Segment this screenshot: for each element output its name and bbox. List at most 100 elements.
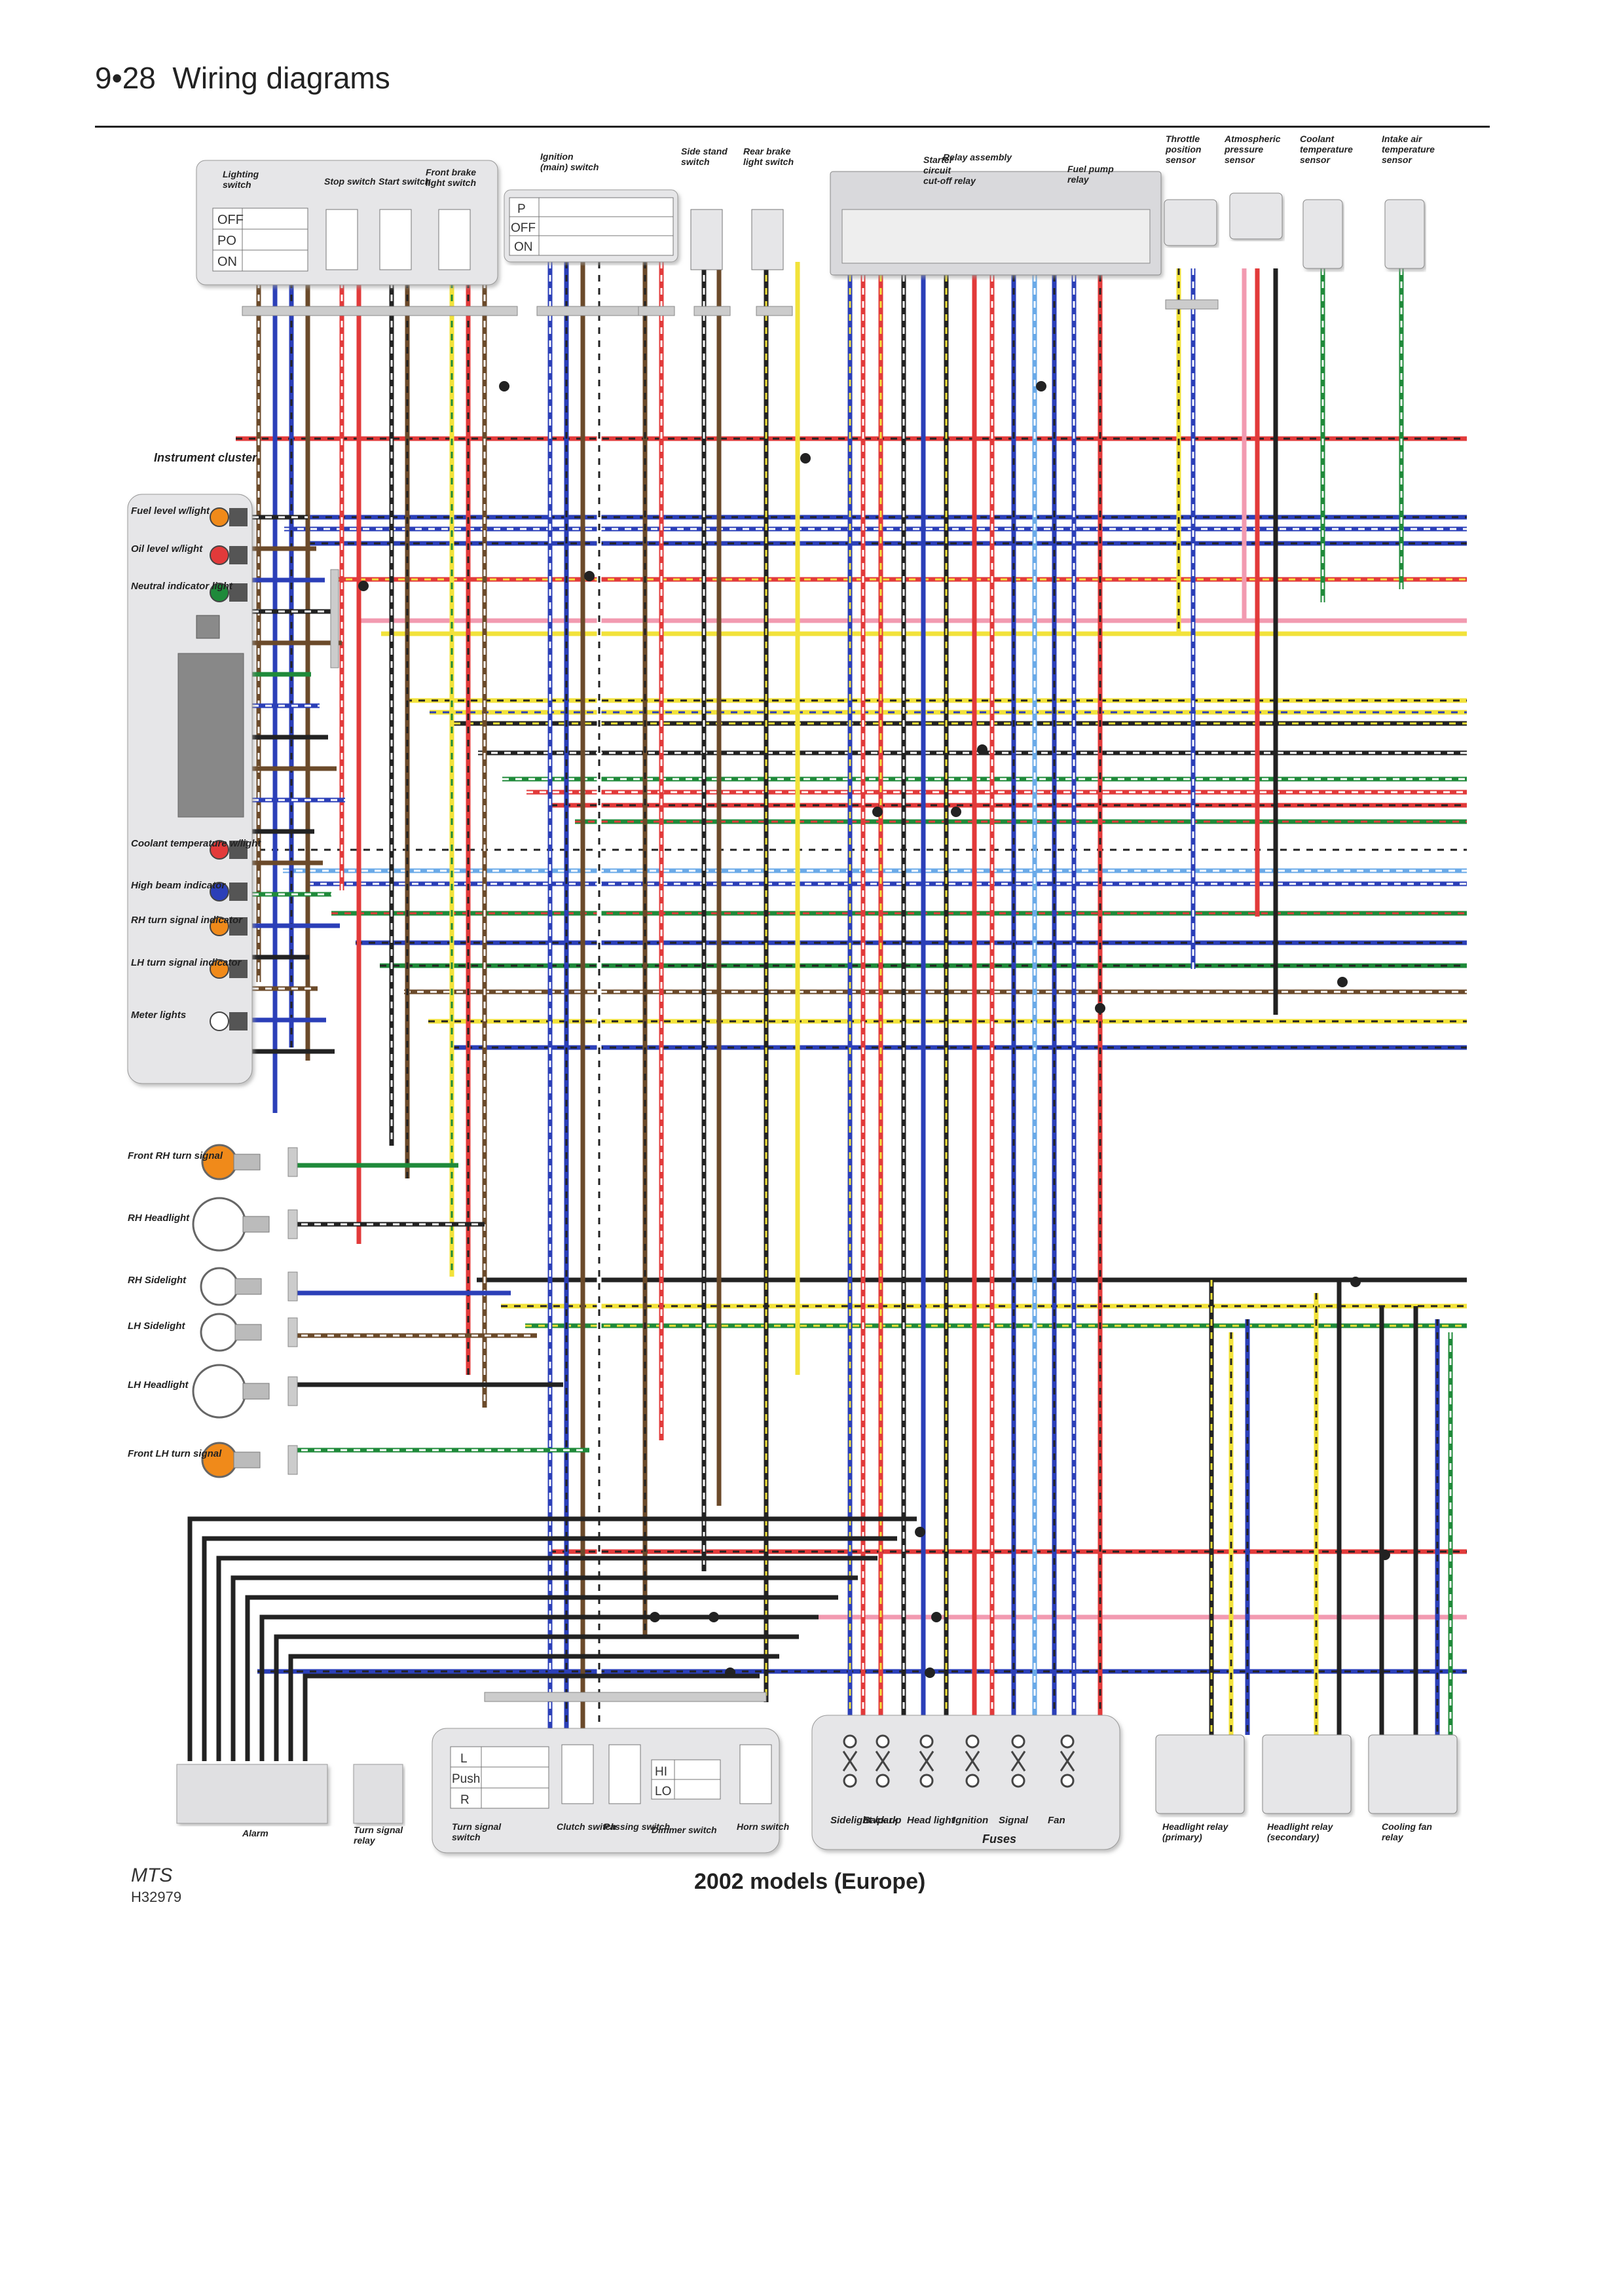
wire-108	[245, 1595, 838, 1761]
connector	[638, 306, 675, 316]
headlight-relay-secondary-body	[1262, 1734, 1352, 1814]
fuse-0	[842, 1734, 858, 1788]
label-fuse-2: Head light	[907, 1815, 955, 1826]
page-title: Wiring diagrams	[172, 61, 390, 95]
fuse-3	[965, 1734, 980, 1788]
wires	[187, 262, 1467, 1768]
intake-air-sensor-body	[1384, 199, 1425, 269]
tachometer-icon	[196, 615, 220, 639]
junction-dot	[925, 1667, 935, 1678]
connector	[693, 306, 731, 316]
bulb-front-rh-turn	[201, 1144, 298, 1180]
component-boxes: OFF PO ON P OFF ON	[127, 160, 1458, 1853]
turn-pos-0: L	[460, 1752, 468, 1766]
dimmer-pos-1: LO	[655, 1785, 671, 1798]
junction-dot	[499, 381, 509, 392]
stop-switch-body	[325, 209, 358, 270]
junction-dot	[358, 581, 369, 591]
atmospheric-sensor-body	[1229, 192, 1283, 240]
label-front-lh-turn: Front LH turn signal	[128, 1448, 222, 1459]
figure-code: H32979	[131, 1889, 182, 1905]
header-rule	[95, 126, 1490, 128]
turn-signal-relay-body	[353, 1764, 403, 1824]
clutch-switch-body	[561, 1744, 594, 1804]
connector	[330, 569, 339, 668]
bulb-front-lh-turn	[201, 1442, 298, 1478]
lamp-lh-turn	[210, 959, 248, 979]
wire-110	[274, 1634, 799, 1761]
page-ref: 9•28	[95, 61, 156, 95]
publisher-mark: MTS	[131, 1865, 173, 1886]
bulb-lh-sidelight	[200, 1313, 298, 1352]
rear-brake-switch-body	[751, 209, 784, 270]
label-dimmer-switch: Dimmer switch	[652, 1825, 717, 1835]
lamp-fuel-level	[210, 507, 248, 527]
junction-dot	[725, 1667, 735, 1678]
lamp-high-beam	[210, 882, 248, 902]
wire-106	[216, 1556, 877, 1761]
bulb-rh-headlight	[192, 1197, 298, 1252]
instrument-cluster-ecu	[177, 653, 244, 818]
junction-dot	[931, 1612, 942, 1622]
junction-dot	[977, 744, 987, 755]
label-fuse-1: Back up	[863, 1815, 901, 1826]
lighting-pos-1: PO	[217, 234, 236, 248]
ignition-pos-1: OFF	[511, 221, 536, 235]
junction-dot	[951, 807, 961, 817]
label-headlight-relay-secondary: Headlight relay(secondary)	[1267, 1821, 1334, 1842]
fuse-1	[875, 1734, 891, 1788]
connector	[756, 306, 793, 316]
label-lh-headlight: LH Headlight	[128, 1379, 189, 1391]
junction-dot	[800, 453, 811, 464]
label-rh-turn: RH turn signal indicator	[131, 915, 243, 926]
turn-pos-2: R	[460, 1793, 470, 1807]
junction-dot	[709, 1612, 719, 1622]
label-clutch-switch: Clutch switch	[557, 1821, 616, 1832]
label-fuse-0: Sidelight /park	[830, 1815, 898, 1826]
wire-107	[231, 1575, 858, 1761]
diagram-caption: 2002 models (Europe)	[694, 1869, 926, 1894]
junction-dot	[1036, 381, 1046, 392]
headlight-relay-primary-body	[1155, 1734, 1245, 1814]
lamp-coolant-temp	[210, 840, 248, 860]
horn-switch-body	[739, 1744, 772, 1804]
alarm-body	[176, 1764, 328, 1824]
junction-dot	[1337, 977, 1348, 987]
bulb-rh-sidelight	[200, 1267, 298, 1306]
passing-switch-body	[608, 1744, 641, 1804]
wire-105	[202, 1536, 897, 1761]
label-coolant-temp: Coolant temperature w/light	[131, 838, 261, 849]
fuses-title: Fuses	[982, 1832, 1016, 1846]
fuse-5	[1060, 1734, 1075, 1788]
coolant-sensor-body	[1302, 199, 1343, 269]
label-front-rh-turn: Front RH turn signal	[128, 1150, 223, 1161]
lighting-switch-grid: OFF PO ON	[212, 208, 308, 272]
junction-dot	[584, 571, 595, 581]
page-header: 9•28 Wiring diagrams	[95, 60, 390, 96]
ignition-pos-0: P	[517, 202, 526, 216]
label-neutral: Neutral indicator light	[131, 581, 233, 592]
label-ignition-switch: Ignition(main) switch	[540, 151, 599, 172]
label-lh-sidelight: LH Sidelight	[128, 1321, 186, 1332]
junction-dot	[872, 807, 883, 817]
label-rh-headlight: RH Headlight	[128, 1212, 190, 1224]
junction-dot	[1380, 1550, 1390, 1560]
dimmer-pos-0: HI	[655, 1765, 667, 1779]
junction-dot	[915, 1527, 925, 1537]
junction-dot	[1095, 1003, 1105, 1013]
label-fuse-3: Ignition	[953, 1815, 988, 1826]
lighting-pos-2: ON	[217, 255, 237, 269]
connector	[1165, 299, 1219, 310]
junction-dot	[1350, 1277, 1361, 1287]
label-start-switch: Start switch	[378, 176, 430, 187]
